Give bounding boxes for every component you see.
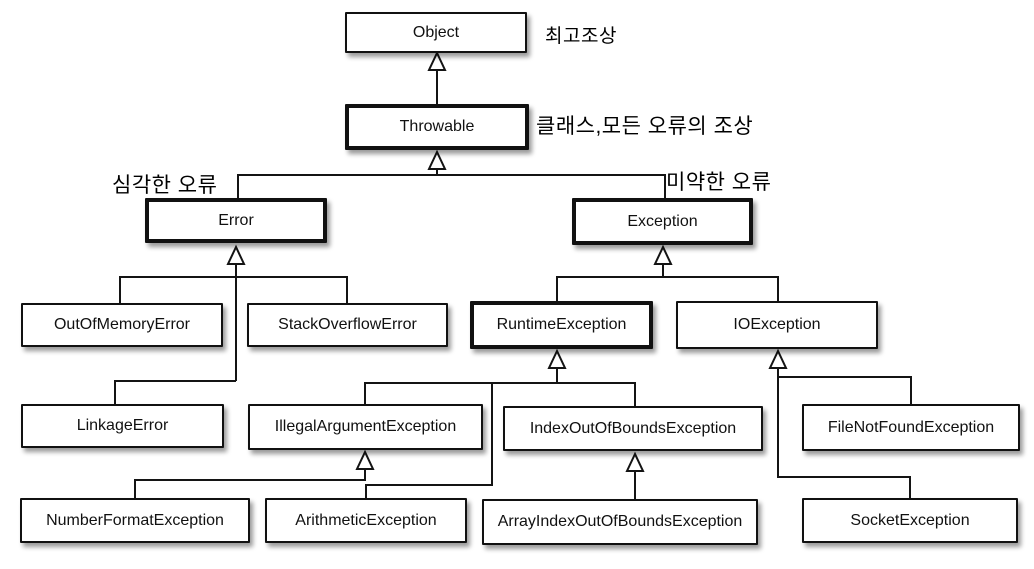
edge-arithmetic-branch bbox=[365, 383, 493, 498]
class-box-label: OutOfMemoryError bbox=[53, 316, 190, 333]
class-box-label: StackOverflowError bbox=[278, 316, 417, 333]
class-box-label: LinkageError bbox=[76, 417, 169, 434]
class-box-label: SocketException bbox=[850, 511, 970, 529]
class-box-label: FileNotFoundException bbox=[827, 418, 995, 436]
class-box-stackoverflowerror: StackOverflowError bbox=[247, 303, 448, 347]
class-box-exception: Exception bbox=[572, 198, 753, 245]
class-box-filenotfoundexception: FileNotFoundException bbox=[802, 404, 1020, 451]
class-box-label: Error bbox=[218, 211, 254, 229]
inheritance-arrow-icon bbox=[653, 244, 673, 265]
class-box-numberformatexception: NumberFormatException bbox=[20, 498, 250, 543]
class-box-label: ArrayIndexOutOfBoundsException bbox=[497, 513, 743, 530]
edge-runtime-children-bar bbox=[364, 382, 636, 406]
class-box-runtimeexception: RuntimeException bbox=[470, 301, 653, 349]
inheritance-arrow-icon bbox=[427, 149, 447, 170]
class-box-arithmeticexception: ArithmeticException bbox=[265, 498, 467, 543]
edge-throwable-children-bar bbox=[237, 174, 666, 199]
annotation-object-note: 최고조상 bbox=[545, 26, 617, 47]
class-box-label: IndexOutOfBoundsException bbox=[529, 419, 737, 437]
class-box-object: Object bbox=[345, 12, 527, 53]
edge-error-children-bar bbox=[119, 276, 348, 303]
class-box-label: ArithmeticException bbox=[295, 511, 437, 529]
edge-exception-children-bar bbox=[556, 276, 779, 301]
class-box-label: NumberFormatException bbox=[46, 511, 224, 529]
inheritance-arrow-icon bbox=[226, 244, 246, 265]
class-box-label: Object bbox=[412, 23, 460, 41]
annotation-exception-note: 미약한 오류 bbox=[666, 171, 772, 194]
class-box-label: IOException bbox=[733, 316, 821, 333]
edge-numberformat-branch bbox=[134, 469, 366, 498]
edge-filenotfound-branch bbox=[778, 376, 912, 404]
class-box-throwable: Throwable bbox=[345, 104, 529, 150]
inheritance-arrow-icon bbox=[427, 50, 447, 71]
inheritance-arrow-icon bbox=[547, 348, 567, 369]
class-box-socketexception: SocketException bbox=[802, 498, 1018, 543]
class-box-label: RuntimeException bbox=[496, 316, 627, 333]
class-box-error: Error bbox=[145, 198, 327, 243]
inheritance-arrow-icon bbox=[768, 348, 788, 369]
edge-linkageerror-branch bbox=[114, 380, 236, 404]
edge-ioexception-stem-socket bbox=[777, 368, 911, 498]
class-box-label: Throwable bbox=[399, 118, 475, 135]
inheritance-arrow-icon bbox=[355, 449, 375, 470]
class-box-arrayindexoutofboundsexception: ArrayIndexOutOfBoundsException bbox=[482, 499, 758, 545]
class-box-outofmemoryerror: OutOfMemoryError bbox=[21, 303, 223, 347]
class-box-label: IllegalArgumentException bbox=[274, 418, 457, 435]
class-box-illegalargumentexception: IllegalArgumentException bbox=[248, 404, 483, 450]
annotation-error-note: 심각한 오류 bbox=[112, 174, 218, 197]
annotation-throwable-note: 클래스,모든 오류의 조상 bbox=[536, 115, 754, 138]
class-box-ioexception: IOException bbox=[676, 301, 878, 349]
class-box-indexoutofboundsexception: IndexOutOfBoundsException bbox=[503, 406, 763, 451]
class-box-linkageerror: LinkageError bbox=[21, 404, 224, 448]
class-box-label: Exception bbox=[627, 212, 698, 230]
inheritance-arrow-icon bbox=[625, 451, 645, 472]
